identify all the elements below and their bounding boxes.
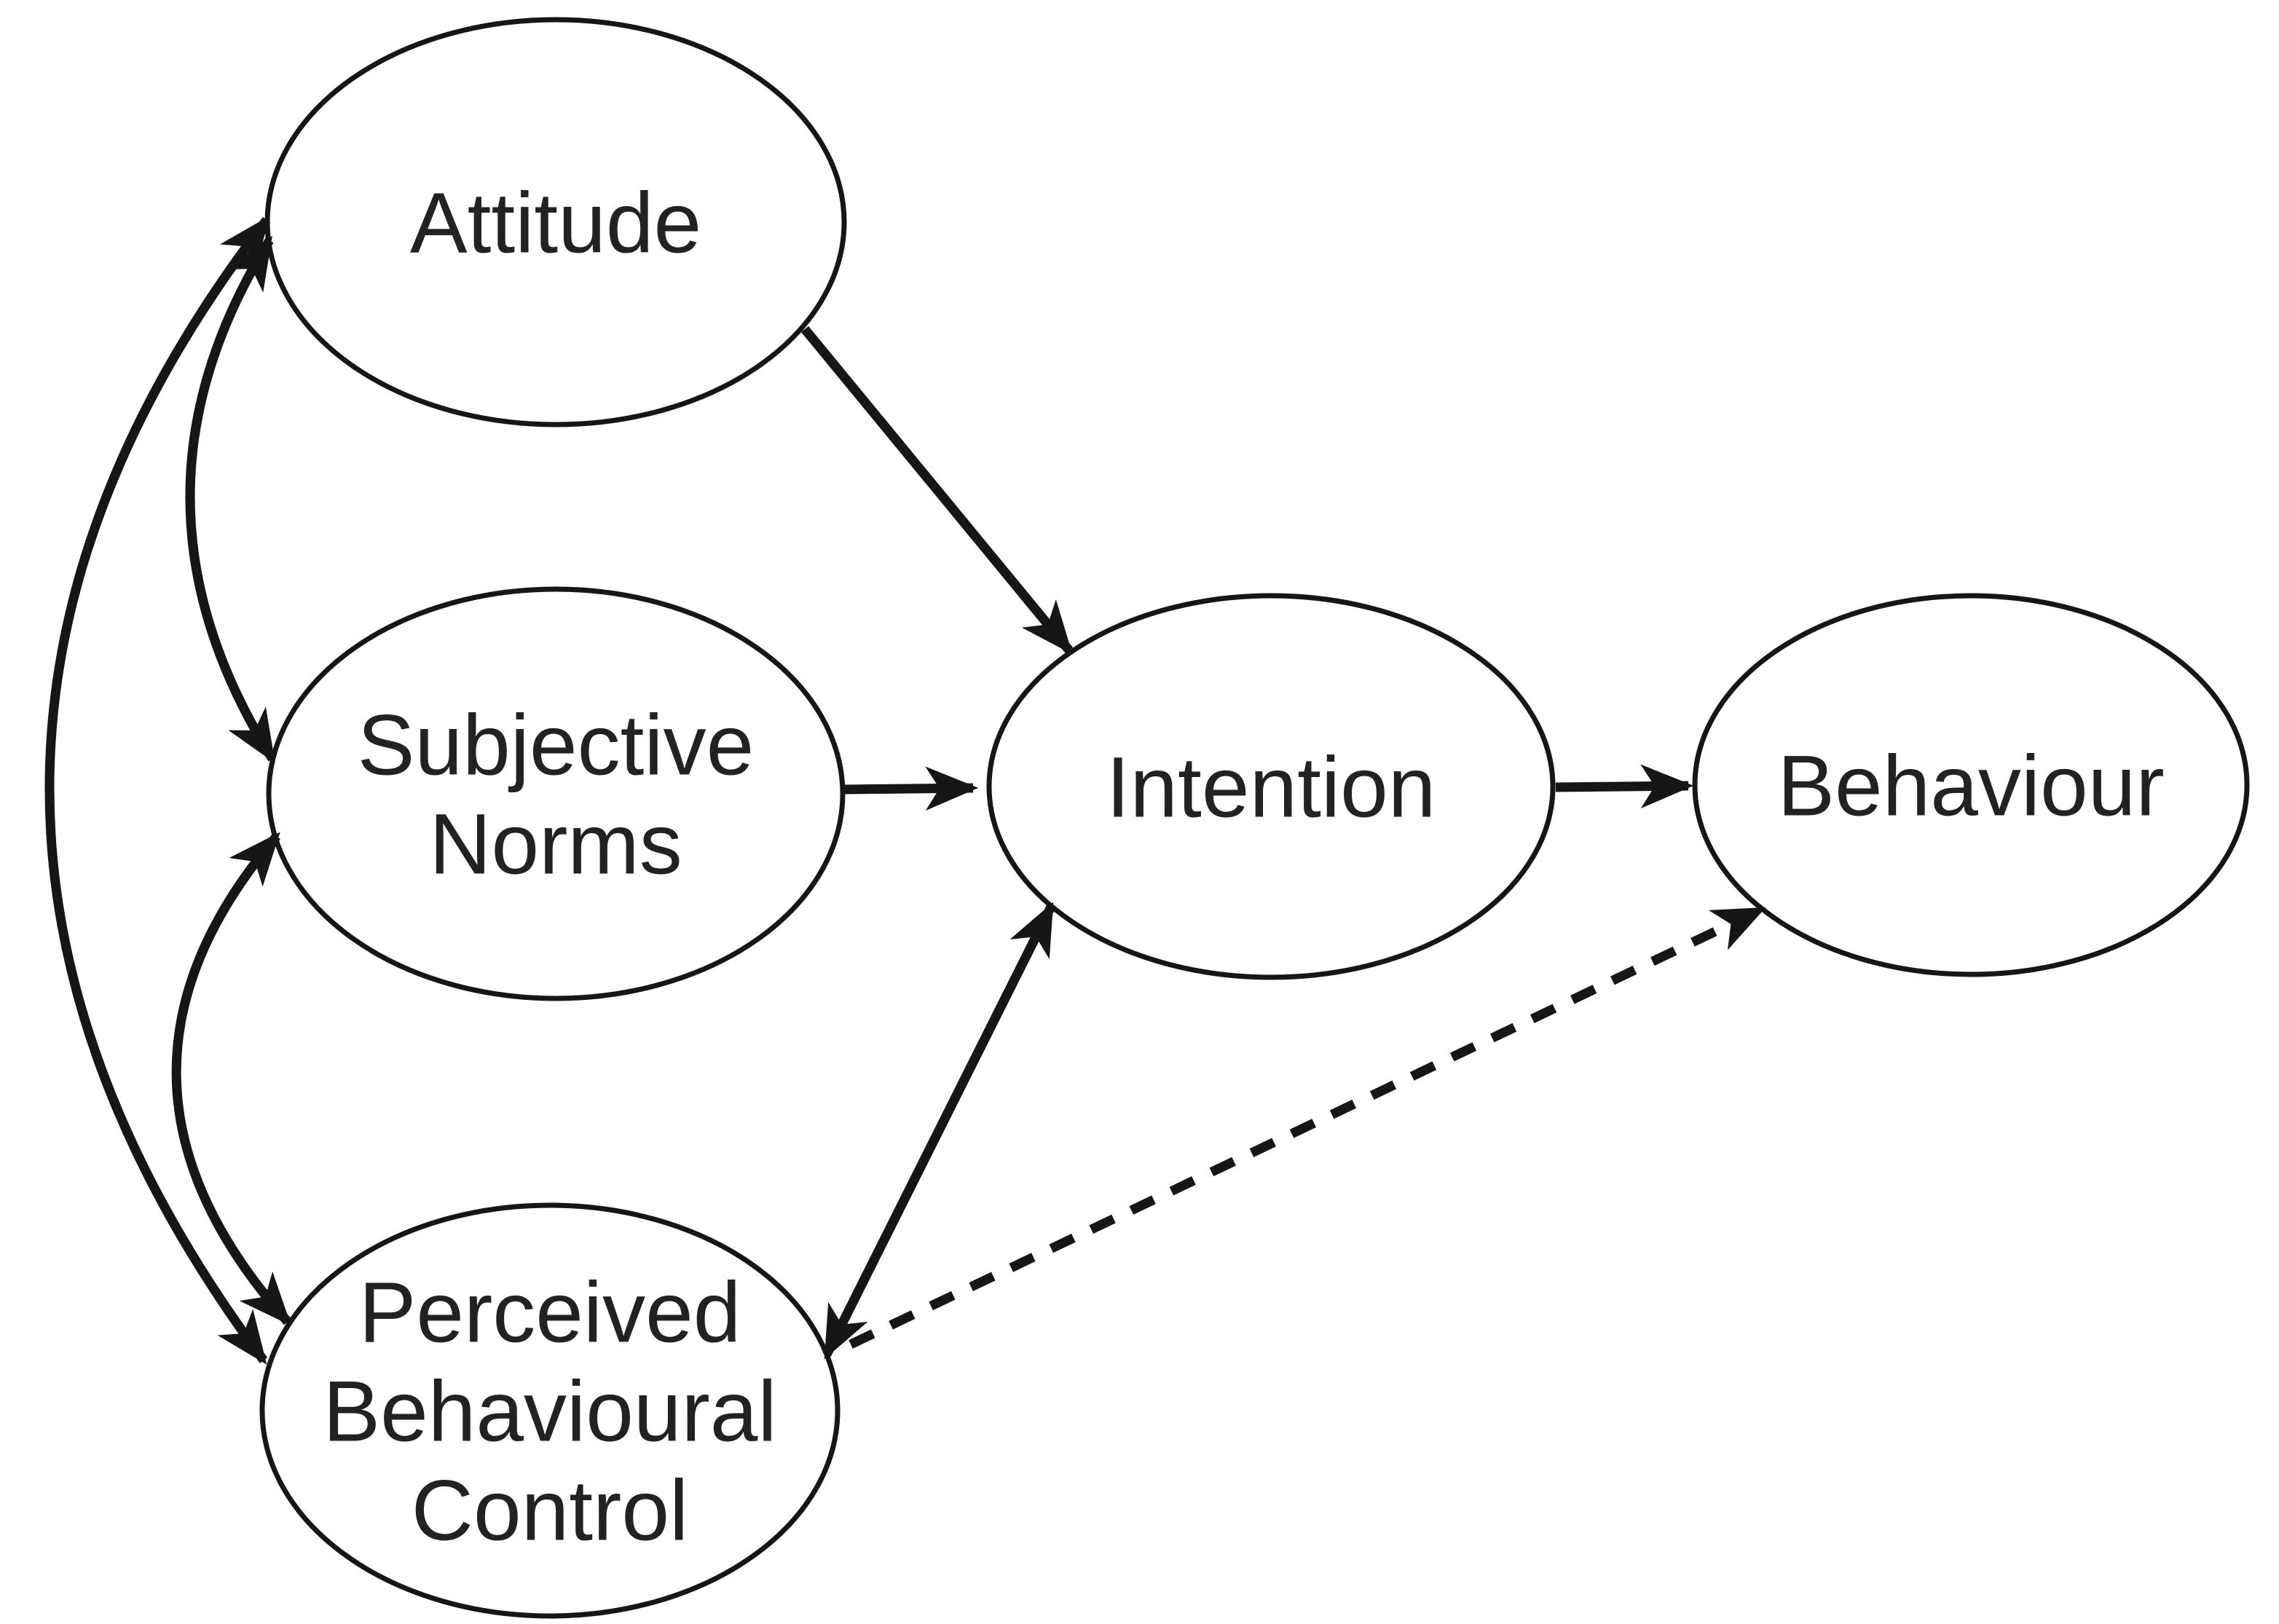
node-attitude: Attitude [264, 17, 847, 427]
edge-intention--behaviour [1555, 764, 1694, 809]
node-behaviour: Behaviour [1692, 593, 2250, 977]
node-intention-shape [986, 593, 1556, 980]
node-intention: Intention [986, 593, 1556, 980]
edge-attitude--perceived-behavioural-control [44, 216, 271, 1365]
node-subjective-norms-shape [266, 586, 846, 1001]
edge-perceived-behavioural-control--intention [822, 902, 1055, 1360]
node-perceived-behavioural-control-shape [259, 1202, 841, 1619]
node-attitude-label: Attitude [410, 175, 701, 271]
node-behaviour-label: Behaviour [1777, 738, 2164, 834]
node-behaviour-shape [1692, 593, 2250, 977]
edge-subjective-norms--intention [843, 766, 979, 811]
node-intention-label: Intention [1106, 739, 1436, 835]
edge-subjective-norms--perceived-behavioural-control [171, 832, 291, 1326]
edge-perceived-behavioural-control--behaviour [849, 905, 1766, 1349]
edge-attitude--intention [800, 326, 1074, 655]
